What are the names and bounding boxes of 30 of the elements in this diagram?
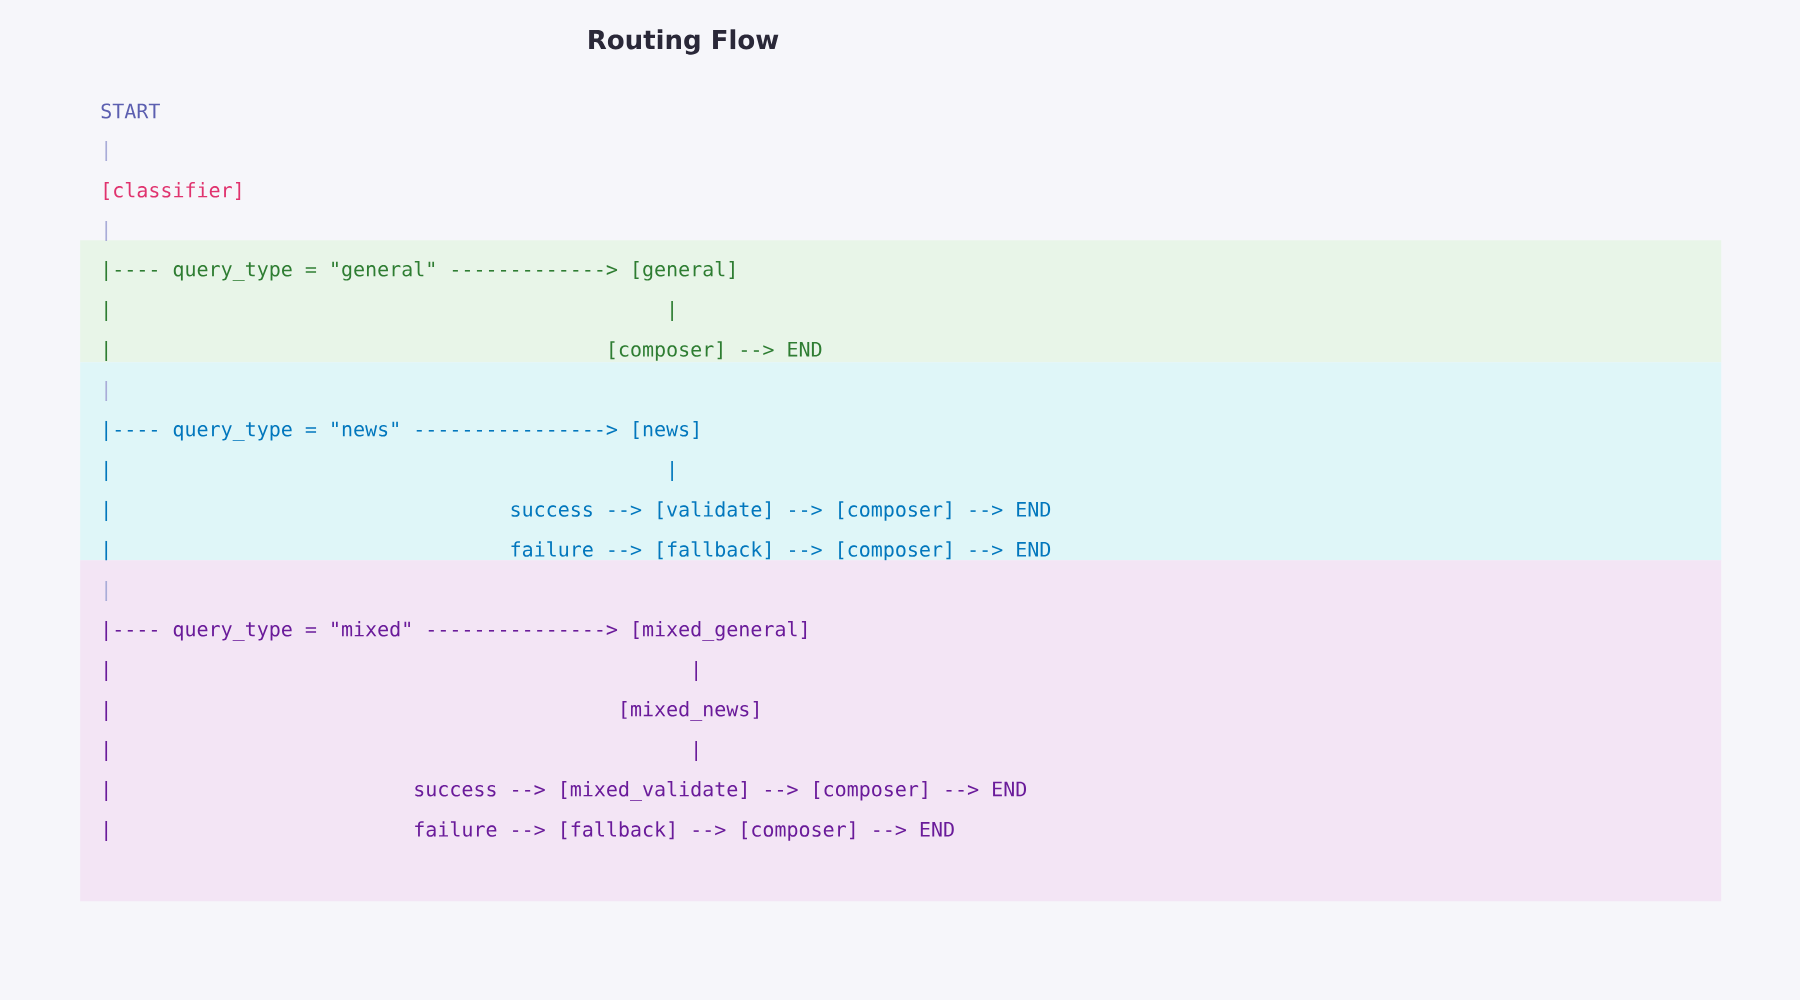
flow-text: |	[105, 581, 108, 601]
flow-text: |---- query_type = "mixed" ---------------> [mixed_general]	[105, 620, 807, 641]
flow-text: |	[671, 461, 673, 481]
flow-text: |	[105, 821, 108, 841]
flow-text: |---- query_type = "news" ----------------> [news]	[105, 421, 698, 441]
flow-text: |	[105, 741, 108, 761]
flow-text: [classifier]	[104, 182, 241, 200]
flow-text: |	[105, 221, 108, 241]
flow-text: failure --> [fallback] --> [composer] --> END	[511, 541, 1051, 561]
flow-text: |	[105, 381, 108, 401]
flow-text: |	[695, 661, 697, 681]
flow-text: [composer] --> END	[610, 341, 822, 361]
flow-text: |	[105, 661, 108, 681]
flow-text: |	[105, 461, 108, 481]
flow-text: |	[105, 501, 108, 521]
flow-text: |	[105, 541, 108, 561]
flow-text: success --> [mixed_validate] --> [composer] --> END	[415, 780, 1027, 801]
flow-text: |---- query_type = "general" -------------> [general]	[105, 260, 734, 281]
flow-text: |	[105, 141, 108, 161]
title: Routing Flow	[589, 29, 779, 55]
flow-text: |	[105, 301, 108, 321]
flow-text: [mixed_news]	[622, 701, 758, 721]
flow-text: |	[105, 701, 108, 721]
flow-text: START	[101, 103, 160, 119]
flow-text: |	[105, 781, 108, 801]
flow-text: failure --> [fallback] --> [composer] --> END	[415, 821, 954, 841]
flow-text: |	[671, 301, 673, 321]
flow-text: |	[105, 341, 108, 361]
flow-text: success --> [validate] --> [composer] --> END	[511, 501, 1051, 521]
flow-text: |	[695, 741, 697, 761]
